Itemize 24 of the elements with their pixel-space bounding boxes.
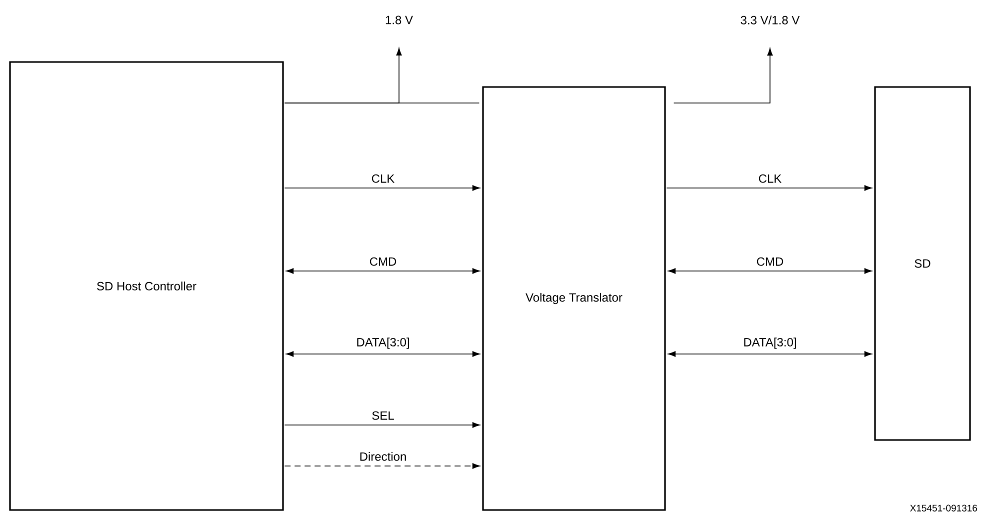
arrow	[668, 268, 872, 274]
arrow	[673, 48, 773, 104]
arrow	[286, 268, 480, 274]
arrow	[666, 185, 872, 191]
edge-label: CLK	[370, 173, 396, 184]
block-box: SD Host Controller	[9, 61, 284, 511]
edge-label: DATA[3:0]	[355, 336, 411, 350]
arrow	[284, 422, 480, 428]
block-box: SD	[874, 86, 971, 441]
edge-label: CMD	[755, 256, 785, 267]
voltage-label: 1.8 V	[386, 16, 413, 24]
edge-label: CLK	[757, 173, 783, 184]
figure-id: X15451-091316	[910, 504, 978, 512]
arrow	[284, 185, 480, 191]
arrow	[668, 351, 872, 357]
edge-label: DATA[3:0]	[742, 336, 798, 350]
arrow	[286, 351, 480, 357]
arrow	[284, 463, 480, 469]
edge-label: SEL	[370, 410, 396, 421]
edge-label: Direction	[358, 451, 408, 462]
connector-line	[284, 102, 480, 104]
block-box: Voltage Translator	[482, 86, 666, 511]
edge-label: CMD	[368, 256, 398, 267]
voltage-label: 3.3 V/1.8 V	[740, 16, 800, 24]
